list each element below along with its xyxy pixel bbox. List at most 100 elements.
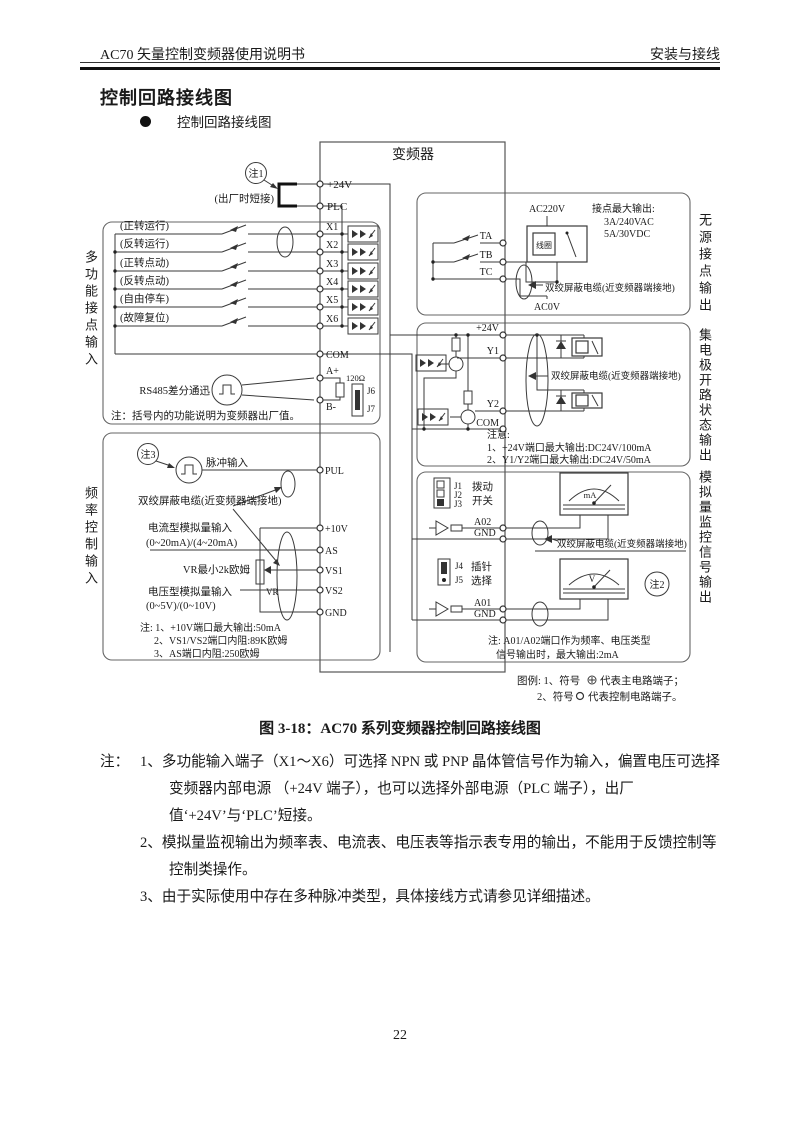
ac0v-label: AC0V [534,302,561,313]
v-meter-label: V [589,574,596,584]
factory-short-label: (出厂时短接) [215,192,275,205]
bullet-icon [140,116,151,127]
contact-max-1: 3A/240VAC [604,217,654,228]
voltage-input-label-1: 电压型模拟量输入 [148,585,232,598]
vr-label: VR [266,587,279,597]
ac220v-label: AC220V [529,204,566,215]
freq-note-1: 注: 1、+10V端口最大输出:50mA [140,621,282,634]
terminal-tc-label: TC [480,267,493,278]
collector-shield-label: 双绞屏蔽电缆(近变频器端接地) [551,370,681,382]
box-analog-output [416,471,691,663]
input-row-label: (正转运行) [120,219,169,232]
toggle-switch-label-2: 开关 [472,494,493,507]
terminal-com-right-label: COM [476,418,499,429]
relay-shield-label: 双绞屏蔽电缆(近变频器端接地) [545,282,675,294]
box-frequency-input [102,432,381,661]
terminating-resistor-label: 120Ω [346,373,365,383]
factory-short-circuit [245,162,317,208]
terminal-y2-label: Y2 [487,399,499,410]
analog-note-1: 注: A01/A02端口作为频率、电压类型 [488,634,651,647]
freq-shield-label: 双绞屏蔽电缆(近变频器端接地) [138,494,282,507]
legend-line1-post: 代表主电路端子； [600,674,684,687]
input-row-label: (反转运行) [120,237,169,250]
inverter-title: 变频器 [392,147,434,163]
terminal-a02-label: A02 [474,517,491,528]
jumper-j6-label: J6 [367,386,376,396]
terminal-24v-right-label: +24V [476,323,500,334]
box-multifunction-input [102,221,381,425]
terminal-b-minus-label: B- [326,402,336,413]
optocoupler-x5-icon [347,298,379,316]
note3-badge: 注3 [141,448,156,461]
jumper-j2-label: J2 [454,490,462,500]
toggle-switch-label-1: 拨动 [472,480,493,493]
page-title: 控制回路接线图 [100,88,233,108]
terminal-y1-label: Y1 [487,346,499,357]
pulse-input-label: 脉冲输入 [206,456,248,469]
freq-wires [137,443,317,621]
figure-caption: 图 3-18：AC70 系列变频器控制回路接线图 [259,721,541,737]
notes-prefix: 注： [100,754,130,770]
optocoupler-x6-icon [347,317,379,335]
note2-badge: 注2 [650,578,665,591]
input-wires [113,224,348,355]
contact-max-2: 5A/30VDC [604,229,650,240]
notes-block: 注： 1、多功能输入端子（X1～X6）可选择 NPN 或 PNP 晶体管信号作为… [100,749,728,911]
inverter-box [319,141,506,673]
jumper-j5-label: J5 [455,575,464,585]
side-label-relay-output: 无源接点输出 [697,213,712,315]
input-row-label: (自由停车) [120,292,169,305]
terminal-vs2-label: VS2 [325,586,343,597]
bullet-row: 控制回路接线图 [140,111,272,131]
box-collector-output [416,322,691,467]
collector-note-1: 1、+24V端口最大输出:DC24V/100mA [487,441,652,454]
rs485-label: RS485差分通迅 [139,384,210,397]
terminal-gnd1-label: GND [474,528,496,539]
note-item-3: 3、由于实际使用中存在多种脉冲类型，具体接线方式请参见详细描述。 [140,889,600,905]
ma-meter-label: mA [584,490,598,500]
terminal-gnd2-label: GND [474,609,496,620]
vr-spec-label: VR最小2k欧姆 [183,563,251,576]
input-row-label: (正转点动) [120,256,169,269]
terminal-pul-label: PUL [325,466,344,477]
note-item-1: 1、多功能输入端子（X1～X6）可选择 NPN 或 PNP 晶体管信号作为输入，… [140,754,720,824]
collector-note-2: 2、Y1/Y2端口最大输出:DC24V/50mA [487,453,652,466]
input-row-label: (故障复位) [120,311,169,324]
contact-max-title: 接点最大输出: [592,202,655,215]
legend-line2-post: 代表控制电路端子。 [588,690,683,703]
header-rule-thin [80,62,720,63]
terminal-x3-label: X3 [326,259,338,270]
input-box-note: 注：括号内的功能说明为变频器出厂值。 [111,409,300,422]
relay-coil-label: 线圈 [536,240,552,250]
current-input-label-1: 电流型模拟量输入 [148,521,232,534]
terminal-x2-label: X2 [326,240,338,251]
side-label-frequency-input: 频率控制输入 [83,486,98,588]
terminal-gnd-label: GND [325,608,347,619]
optocoupler-y2-icon [417,408,449,426]
page-number: 22 [393,1028,407,1043]
legend [575,675,597,701]
jumper-j7-label: J7 [367,404,376,414]
jumper-j3-label: J3 [454,499,463,509]
terminal-tb-label: TB [480,250,493,261]
legend-line2-pre: 2、符号 [537,690,574,703]
wiring-diagram: 变频器 注1 (出厂时短接) [102,141,691,703]
bullet-label: 控制回路接线图 [177,115,272,130]
terminal-x6-label: X6 [326,314,338,325]
note-item-2: 2、模拟量监视输出为频率表、电流表、电压表等指示表专用的输出，不能用于反馈控制等… [140,835,717,878]
side-label-collector-output: 集电极开路状态输出 [697,328,712,463]
header-right: 安装与接线 [650,48,720,63]
optocoupler-x3-icon [347,262,379,280]
optocoupler-y1-icon [415,354,447,372]
side-label-analog-output: 模拟量监控信号输出 [697,470,712,605]
legend-line1-pre: 图例: 1、符号 [517,674,580,687]
optocoupler-x1-icon [347,225,379,243]
terminal-x1-label: X1 [326,222,338,233]
terminal-as-label: AS [325,546,338,557]
analog-wires [429,472,686,627]
note1-badge: 注1 [249,167,264,180]
jumper-j1-label: J1 [454,481,462,491]
analog-shield-label: 双绞屏蔽电缆(近变频器端接地) [557,538,687,550]
terminal-24v-label: +24V [327,179,352,191]
